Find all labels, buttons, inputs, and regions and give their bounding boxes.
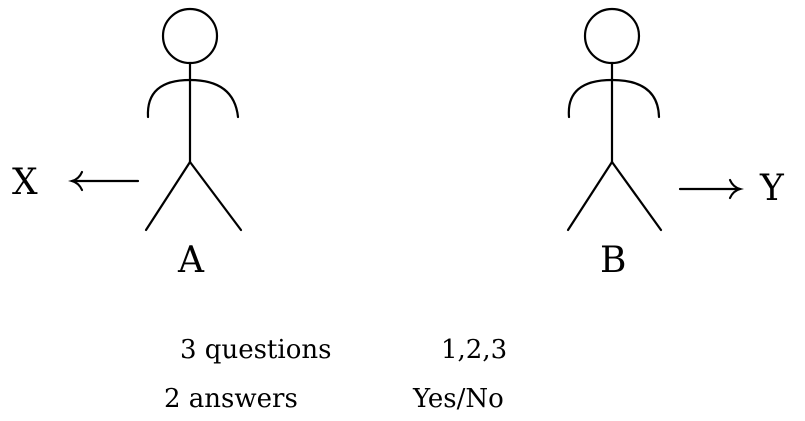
- figure-a-arms: [146, 78, 240, 119]
- questions-label: 3 questions: [180, 335, 331, 365]
- label-y: Y: [759, 168, 785, 209]
- figure-b-head: [583, 7, 641, 65]
- answers-value: Yes/No: [412, 384, 504, 414]
- answers-label: 2 answers: [164, 384, 298, 414]
- stick-figure-a: [144, 7, 243, 232]
- figure-b-left-leg: [566, 160, 614, 232]
- figure-a-right-leg: [188, 160, 243, 232]
- stick-figure-b: [566, 7, 663, 232]
- figure-b-arms: [567, 78, 661, 119]
- figure-a-left-leg: [144, 160, 192, 232]
- arrow-to-x-head: [68, 170, 84, 192]
- label-a: A: [177, 240, 205, 281]
- label-x: X: [12, 162, 38, 203]
- arrow-to-y-head: [728, 178, 744, 200]
- figure-b-right-leg: [610, 160, 663, 232]
- arrow-to-y: [678, 178, 744, 200]
- questions-value: 1,2,3: [441, 335, 507, 365]
- figure-a-head: [161, 7, 219, 65]
- label-b: B: [600, 240, 626, 281]
- arrow-to-x: [68, 170, 140, 192]
